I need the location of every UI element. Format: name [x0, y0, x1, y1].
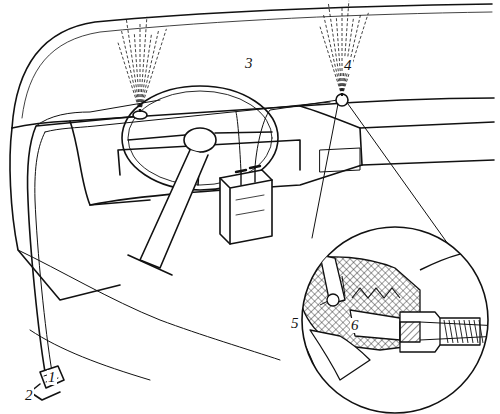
spray-line	[121, 31, 140, 112]
hood-panel	[260, 304, 320, 380]
spray-line	[342, 1, 349, 96]
spray-line	[342, 15, 361, 96]
thread-line	[464, 320, 468, 343]
spray-line	[118, 43, 140, 112]
thread-line	[474, 320, 478, 343]
hose	[27, 116, 140, 372]
washer-reservoir	[220, 170, 272, 244]
thread-line	[444, 320, 448, 343]
thread-line	[459, 320, 463, 343]
thread-line	[469, 320, 473, 343]
spray-line	[320, 27, 342, 96]
thread-line	[454, 320, 458, 343]
spray-line	[342, 13, 368, 96]
callout-number: 1	[47, 370, 57, 385]
thread-line	[449, 320, 453, 343]
spray-line	[134, 33, 140, 112]
leader-line	[312, 104, 448, 244]
spray-jet	[118, 1, 368, 112]
spray-line	[140, 24, 141, 112]
callout-number: 4	[343, 58, 353, 73]
ball-valve	[327, 294, 339, 306]
spray-line	[140, 35, 151, 112]
spray-line	[342, 19, 353, 96]
spray-line	[140, 31, 159, 112]
spray-line	[336, 17, 342, 96]
callout-number: 5	[290, 316, 300, 331]
windshield-bottom	[12, 98, 494, 128]
spring	[352, 288, 400, 298]
foot-pump	[40, 366, 64, 388]
spray-line	[140, 17, 147, 112]
callout-number: 2	[24, 388, 34, 403]
spray-line	[126, 19, 140, 112]
steering-column	[140, 150, 208, 268]
nozzle	[133, 111, 147, 119]
callout-number: 3	[244, 56, 254, 71]
union-fitting	[400, 312, 480, 352]
spray-line	[323, 15, 342, 96]
callout-number: 6	[350, 318, 360, 333]
pump-pedal	[30, 384, 60, 400]
spray-line	[342, 8, 343, 96]
spray-line	[140, 29, 166, 112]
thread-line	[479, 320, 483, 343]
spray-line	[328, 3, 342, 96]
